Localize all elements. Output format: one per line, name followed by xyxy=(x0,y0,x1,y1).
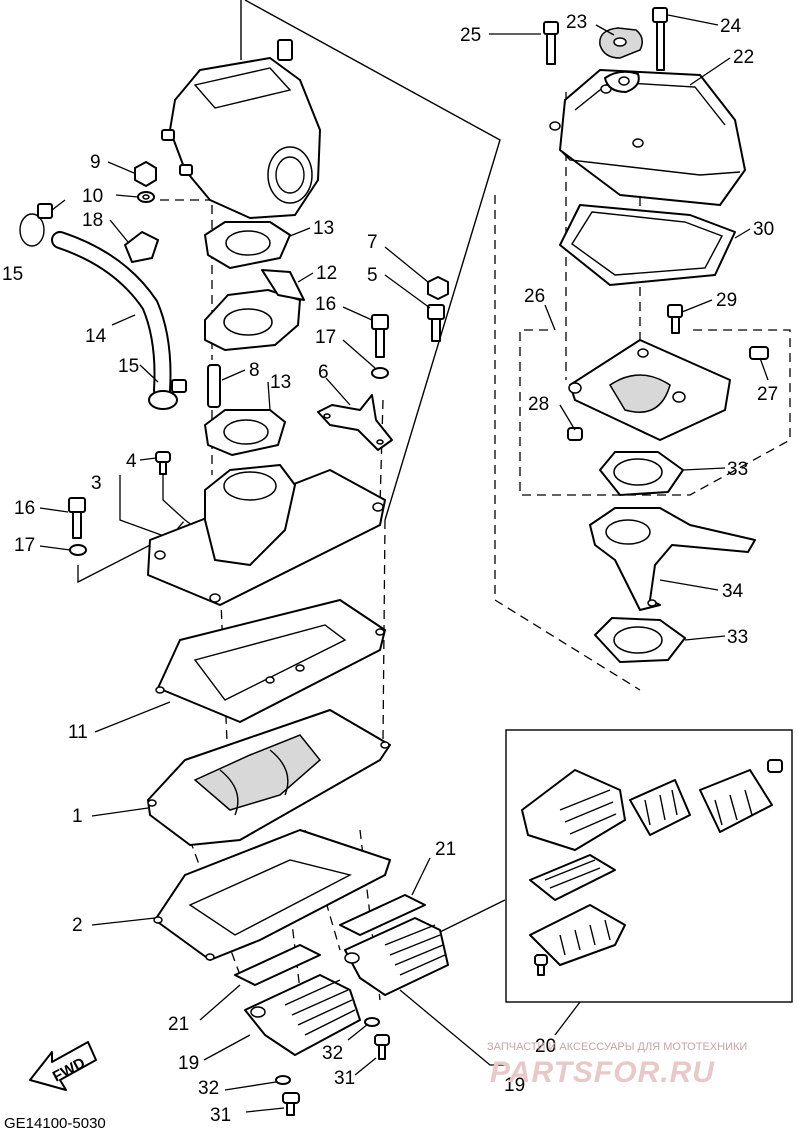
callout-5: 5 xyxy=(367,265,378,286)
callout-14: 14 xyxy=(85,326,107,347)
callout-13-upper: 13 xyxy=(313,218,334,239)
callout-21-left: 21 xyxy=(168,1014,189,1035)
catalog-code: GE14100-5030 xyxy=(4,1115,106,1132)
callout-22: 22 xyxy=(733,47,754,68)
bolt-16-left xyxy=(68,497,86,539)
callout-21-right: 21 xyxy=(435,839,456,860)
fwd-arrow-icon: FWD xyxy=(29,1041,97,1091)
callout-33-upper: 33 xyxy=(727,459,748,480)
callout-32-left: 32 xyxy=(198,1078,219,1099)
callout-labels: 25 23 24 22 30 26 29 27 28 33 34 33 9 10… xyxy=(2,12,778,1126)
reed-gasket-21-right xyxy=(339,894,426,936)
washer-32-right xyxy=(364,1017,380,1027)
grommet-23 xyxy=(599,27,643,93)
callout-29: 29 xyxy=(716,290,737,311)
callout-18: 18 xyxy=(82,210,103,231)
callout-26: 26 xyxy=(524,286,545,307)
washer-17-left xyxy=(69,544,87,556)
gasket-13-upper xyxy=(204,221,291,269)
callout-6: 6 xyxy=(318,362,329,383)
reed-valve-19-right xyxy=(344,917,449,996)
bolt-24 xyxy=(652,7,668,71)
screw-4 xyxy=(155,451,171,475)
callout-30: 30 xyxy=(753,219,774,240)
callout-34: 34 xyxy=(722,581,744,602)
hose-14 xyxy=(51,231,172,399)
spacer-12 xyxy=(204,269,305,351)
callout-2: 2 xyxy=(72,915,83,936)
gasket-30 xyxy=(559,204,736,286)
callout-9: 9 xyxy=(90,152,101,173)
bracket-34 xyxy=(589,507,756,611)
reed-valve-19-left xyxy=(244,974,361,1056)
clamp-15-lower xyxy=(148,379,187,410)
bolt-25 xyxy=(543,21,559,65)
fitting-5 xyxy=(427,304,445,342)
watermark-brand: PARTSFOR.RU xyxy=(490,1056,715,1089)
gasket-33-upper xyxy=(599,451,684,496)
callout-12: 12 xyxy=(316,263,337,284)
callout-3: 3 xyxy=(91,473,102,494)
clip-18 xyxy=(124,231,159,263)
leader-lines xyxy=(39,14,769,1113)
watermark-tagline: ЗАПЧАСТИ И АКСЕССУАРЫ ДЛЯ МОТОТЕХНИКИ xyxy=(487,1041,747,1053)
callout-33-lower: 33 xyxy=(727,627,748,648)
gasket-13-lower xyxy=(204,409,286,456)
callout-20: 20 xyxy=(535,1036,556,1057)
bolt-16-right xyxy=(371,314,389,358)
callout-13-lower: 13 xyxy=(270,372,291,393)
washer-32-left xyxy=(275,1075,291,1085)
callout-17-right: 17 xyxy=(315,327,336,348)
watermark: ЗАПЧАСТИ И АКСЕССУАРЫ ДЛЯ МОТОТЕХНИКИ PA… xyxy=(487,1041,747,1089)
callout-10: 10 xyxy=(82,186,103,207)
inset-box-20 xyxy=(439,729,793,1036)
washer-10 xyxy=(137,191,155,203)
nut-9 xyxy=(134,161,157,187)
callout-19-left: 19 xyxy=(178,1053,199,1074)
callout-25: 25 xyxy=(460,25,481,46)
callout-8: 8 xyxy=(249,360,260,381)
reed-valve-body-1 xyxy=(147,709,391,846)
callout-16-right: 16 xyxy=(315,294,336,315)
callout-28: 28 xyxy=(528,394,549,415)
screw-31-right xyxy=(374,1034,390,1060)
gasket-2 xyxy=(153,829,391,961)
callout-31-left: 31 xyxy=(210,1105,231,1126)
callout-1: 1 xyxy=(72,806,83,827)
callout-16-left: 16 xyxy=(14,498,35,519)
screw-31-left xyxy=(282,1092,300,1116)
callout-15-upper: 15 xyxy=(2,264,23,285)
callout-31-right: 31 xyxy=(334,1068,355,1089)
callout-19-right: 19 xyxy=(504,1075,525,1096)
callout-27: 27 xyxy=(757,384,778,405)
callout-15-lower: 15 xyxy=(118,356,139,377)
gasket-11 xyxy=(155,599,386,723)
intake-manifold-3 xyxy=(147,464,386,606)
callout-23: 23 xyxy=(566,12,587,33)
bracket-6 xyxy=(317,394,393,451)
callout-24: 24 xyxy=(720,16,742,37)
callout-32-right: 32 xyxy=(322,1043,343,1064)
callout-4: 4 xyxy=(126,451,137,472)
callout-17-left: 17 xyxy=(14,535,35,556)
clamp-15-upper xyxy=(19,199,66,247)
reed-gasket-21-left xyxy=(234,944,321,986)
assembly-26-box xyxy=(519,304,791,496)
stud-8 xyxy=(207,364,221,408)
cap-7 xyxy=(427,276,449,300)
washer-17-right xyxy=(371,367,389,379)
callout-7: 7 xyxy=(367,232,378,253)
carburetor-body xyxy=(161,39,321,219)
gasket-33-lower xyxy=(594,617,686,663)
callout-11: 11 xyxy=(68,722,88,743)
intake-cover-22 xyxy=(549,69,746,206)
